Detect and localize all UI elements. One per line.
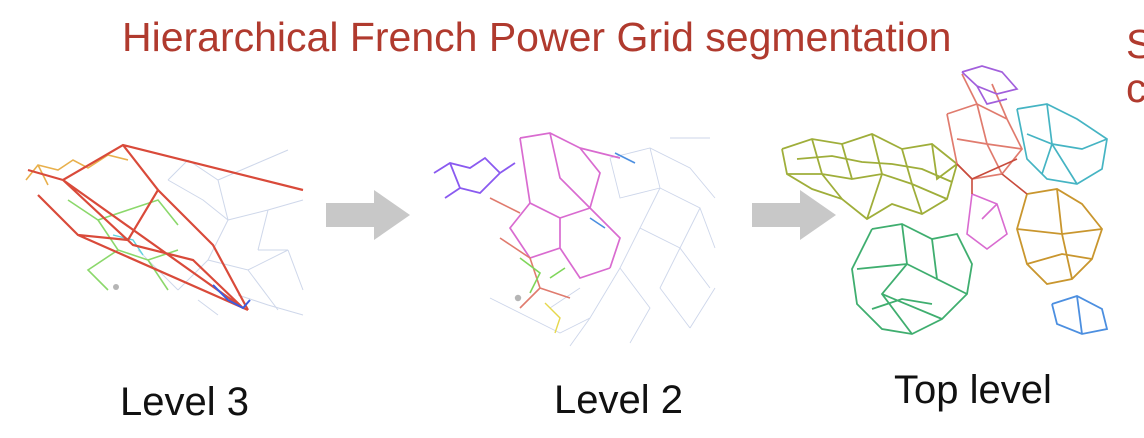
panel-label-top-level: Top level [894, 368, 1052, 412]
cropped-title-char: S [1126, 21, 1144, 67]
level-3-grid-map [18, 140, 310, 320]
level-2-grid-map [430, 118, 722, 350]
right-arrow-icon [752, 190, 836, 245]
top-level-grid-map [772, 64, 1122, 354]
right-arrow-icon [326, 190, 410, 245]
panel-label-level-3: Level 3 [120, 380, 249, 424]
cropped-title-fragment: S c [1126, 22, 1144, 110]
panel-label-level-2: Level 2 [554, 378, 683, 422]
slide-title: Hierarchical French Power Grid segmentat… [122, 14, 952, 60]
cropped-title-char: c [1126, 65, 1144, 111]
